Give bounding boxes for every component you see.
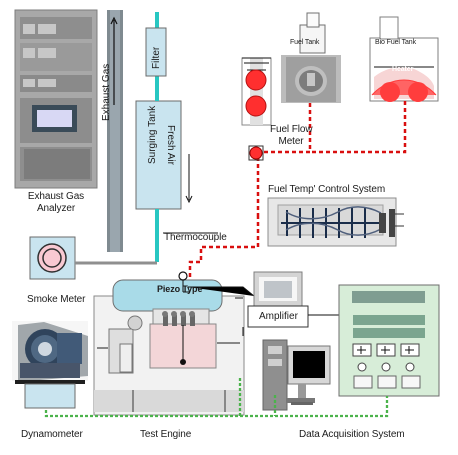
exhaust-gas-pipe — [107, 10, 123, 252]
fresh-air-system — [135, 12, 193, 262]
data-acquisition-system-label: Data Acquisition System — [299, 429, 405, 440]
computer-icon — [262, 339, 331, 411]
piezo-type-label: Piezo Type — [157, 284, 203, 294]
surging-tank-label: Surging Tank — [147, 105, 158, 164]
fresh-air-label: Fresh Air — [165, 125, 176, 166]
gray-lines — [120, 232, 255, 299]
fuel-flow-meter-icon — [241, 57, 272, 161]
data-lines — [44, 376, 389, 418]
daq-panel-icon — [338, 284, 440, 397]
bio-fuel-tank-label: Bio Fuel Tank — [375, 39, 416, 46]
heater-label: Heater — [392, 66, 414, 73]
smoke-meter-label: Smoke Meter — [27, 294, 86, 305]
fuel-temp-control-icon — [267, 197, 404, 247]
dynamometer-icon — [12, 321, 88, 409]
bio-fuel-tank-icon — [369, 16, 439, 102]
engine-icon — [93, 271, 245, 416]
amplifier-icon — [242, 271, 349, 336]
amplifier-label: Amplifier — [259, 311, 298, 322]
fuel-tank-label: Fuel Tank — [290, 39, 320, 46]
fuel-temp-control-label: Fuel Temp' Control System — [268, 184, 386, 195]
thermocouple-label: Thermocouple — [164, 232, 227, 243]
fuel-tank-icon — [281, 12, 341, 103]
analyzer-rack-icon — [14, 9, 98, 189]
exhaust-gas-label: Exhaust Gas — [101, 63, 112, 121]
filter-label: Filter — [151, 46, 162, 69]
dynamometer-label: Dynamometer — [21, 429, 83, 440]
test-engine-label: Test Engine — [140, 429, 192, 440]
smoke-meter-icon — [29, 236, 120, 280]
